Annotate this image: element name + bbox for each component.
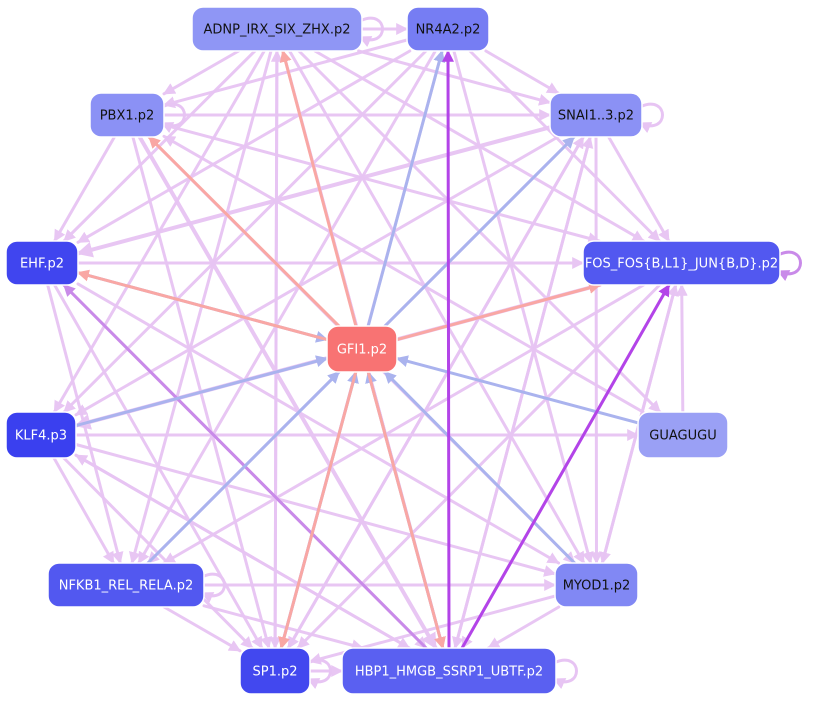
edge-snai-to-klf4 (74, 135, 560, 417)
node-box-klf4[interactable] (5, 411, 77, 459)
edge-nfkb1-to-hbp1 (202, 604, 365, 652)
edge-gfi1-to-hbp1 (366, 370, 446, 650)
node-box-fos[interactable] (582, 240, 781, 286)
self-loop-hbp1 (552, 658, 578, 689)
self-loop-fos (776, 250, 802, 281)
edge-pbx1-to-ehf (53, 135, 116, 243)
self-loop-sp1 (306, 658, 332, 689)
node-box-nr4a2[interactable] (406, 6, 490, 52)
edge-gfi1-to-sp1 (278, 370, 358, 650)
edge-adnp-to-pbx1 (162, 49, 241, 96)
node-box-pbx1[interactable] (89, 92, 165, 138)
node-label-myod1: MYOD1.p2 (563, 579, 631, 594)
node-box-guagugu[interactable] (637, 411, 729, 459)
self-loop-pbx1 (160, 102, 186, 133)
edge-gfi1-to-ehf (76, 269, 329, 342)
edge-pbx1-to-fos (162, 123, 601, 245)
edge-adnp-to-snai (357, 49, 552, 106)
node-hbp1[interactable]: HBP1_HMGB_SSRP1_UBTF.p2 (341, 647, 557, 695)
edge-guagugu-to-pbx1 (162, 134, 645, 414)
edge-gfi1-to-pbx1 (147, 135, 341, 328)
node-box-gfi1[interactable] (326, 325, 398, 373)
node-label-hbp1: HBP1_HMGB_SSRP1_UBTF.p2 (355, 665, 543, 680)
edge-hbp1-to-klf4 (74, 453, 411, 650)
node-box-myod1[interactable] (554, 562, 639, 608)
node-label-klf4: KLF4.p3 (15, 429, 67, 444)
node-label-gfi1: GFI1.p2 (337, 343, 387, 358)
node-guagugu[interactable]: GUAGUGU (637, 411, 729, 459)
edge-ehf-to-myod1 (76, 282, 561, 565)
edge-hbp1-to-fos (460, 283, 671, 650)
node-pbx1[interactable]: PBX1.p2 (89, 92, 165, 138)
node-sp1[interactable]: SP1.p2 (239, 647, 311, 695)
node-label-snai: SNAI1..3.p2 (558, 109, 634, 124)
edge-snai-to-ehf (76, 125, 552, 258)
edge-guagugu-to-fos (675, 283, 688, 414)
self-loop-snai (638, 102, 664, 133)
edge-myod1-to-hbp1 (486, 605, 561, 650)
self-loops-layer (160, 16, 802, 689)
self-loop-adnp (358, 16, 384, 47)
edge-gfi1-to-nr4a2 (366, 49, 446, 328)
edge-nr4a2-to-pbx1 (162, 38, 409, 109)
edge-snai-to-fos (607, 135, 671, 243)
edge-gfi1-to-snai (383, 135, 576, 328)
edges-layer (46, 23, 688, 677)
edge-gfi1-to-adnp (279, 49, 358, 328)
node-label-nr4a2: NR4A2.p2 (416, 23, 481, 38)
node-box-snai[interactable] (549, 92, 643, 138)
node-fos[interactable]: FOS_FOS{B,L1}_JUN{B,D}.p2 (582, 240, 781, 286)
node-label-ehf: EHF.p2 (20, 257, 64, 272)
edge-sp1-to-snai (286, 135, 585, 650)
edge-klf4-to-gfi1 (74, 355, 329, 428)
edge-klf4-to-nfkb1 (52, 456, 115, 565)
node-box-nfkb1[interactable] (47, 562, 205, 608)
node-box-adnp[interactable] (191, 6, 363, 52)
self-loop-nfkb1 (200, 572, 226, 603)
edge-sp1-to-adnp (270, 49, 283, 650)
node-adnp[interactable]: ADNP_IRX_SIX_ZHX.p2 (191, 6, 363, 52)
node-gfi1[interactable]: GFI1.p2 (326, 325, 398, 373)
node-label-guagugu: GUAGUGU (649, 429, 716, 444)
node-box-ehf[interactable] (5, 240, 79, 286)
edge-nr4a2-to-snai (484, 49, 560, 95)
node-nr4a2[interactable]: NR4A2.p2 (406, 6, 490, 52)
node-klf4[interactable]: KLF4.p3 (5, 411, 77, 459)
edge-adnp-to-myod1 (288, 49, 586, 565)
edge-nfkb1-to-sp1 (162, 605, 242, 653)
edge-fos-to-nfkb1 (162, 283, 645, 565)
edge-hbp1-to-nr4a2 (442, 49, 455, 650)
edge-nfkb1-to-gfi1 (146, 370, 341, 565)
node-ehf[interactable]: EHF.p2 (5, 240, 79, 286)
node-snai[interactable]: SNAI1..3.p2 (549, 92, 643, 138)
node-label-adnp: ADNP_IRX_SIX_ZHX.p2 (204, 23, 351, 38)
node-label-pbx1: PBX1.p2 (100, 109, 155, 124)
edge-gfi1-to-fos (395, 282, 602, 342)
node-label-fos: FOS_FOS{B,L1}_JUN{B,D}.p2 (585, 257, 778, 272)
node-box-hbp1[interactable] (341, 647, 557, 695)
edge-nr4a2-to-nfkb1 (137, 49, 437, 565)
node-box-sp1[interactable] (239, 647, 311, 695)
node-myod1[interactable]: MYOD1.p2 (554, 562, 639, 608)
edge-klf4-to-myod1 (74, 443, 557, 577)
node-label-sp1: SP1.p2 (252, 665, 297, 680)
node-label-nfkb1: NFKB1_REL_RELA.p2 (59, 579, 194, 594)
edge-myod1-to-gfi1 (383, 370, 577, 565)
node-nfkb1[interactable]: NFKB1_REL_RELA.p2 (47, 562, 205, 608)
